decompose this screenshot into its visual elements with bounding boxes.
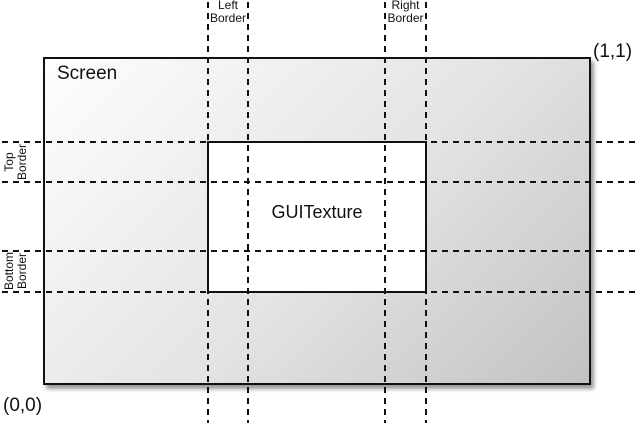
- screen-label: Screen: [57, 63, 118, 84]
- right-border-label: Right Border: [385, 0, 426, 25]
- bottom-border-line-inner: [2, 250, 636, 252]
- right-border-line-outer: [425, 2, 427, 423]
- top-border-label-line2: Border: [15, 143, 29, 181]
- bottom-border-label: Bottom Border: [2, 250, 31, 292]
- right-border-label-line1: Right: [391, 0, 420, 12]
- left-border-label: Left Border: [208, 0, 248, 25]
- right-border-label-line2: Border: [387, 11, 424, 25]
- left-border-line-inner: [247, 2, 249, 423]
- corner-label-bottom-left: (0,0): [3, 395, 43, 416]
- left-border-label-line1: Left: [217, 0, 238, 12]
- left-border-label-line2: Border: [209, 11, 247, 25]
- corner-label-top-right: (1,1): [593, 41, 633, 62]
- guitexture-rect: [207, 141, 427, 293]
- guitexture-label: GUITexture: [271, 202, 363, 222]
- top-border-line-outer: [2, 141, 636, 143]
- left-border-line-outer: [207, 2, 209, 423]
- top-border-label: Top Border: [2, 141, 31, 183]
- bottom-border-line-outer: [2, 291, 636, 293]
- top-border-line-inner: [2, 181, 636, 183]
- bottom-border-label-line2: Border: [15, 252, 29, 290]
- right-border-line-inner: [384, 2, 386, 423]
